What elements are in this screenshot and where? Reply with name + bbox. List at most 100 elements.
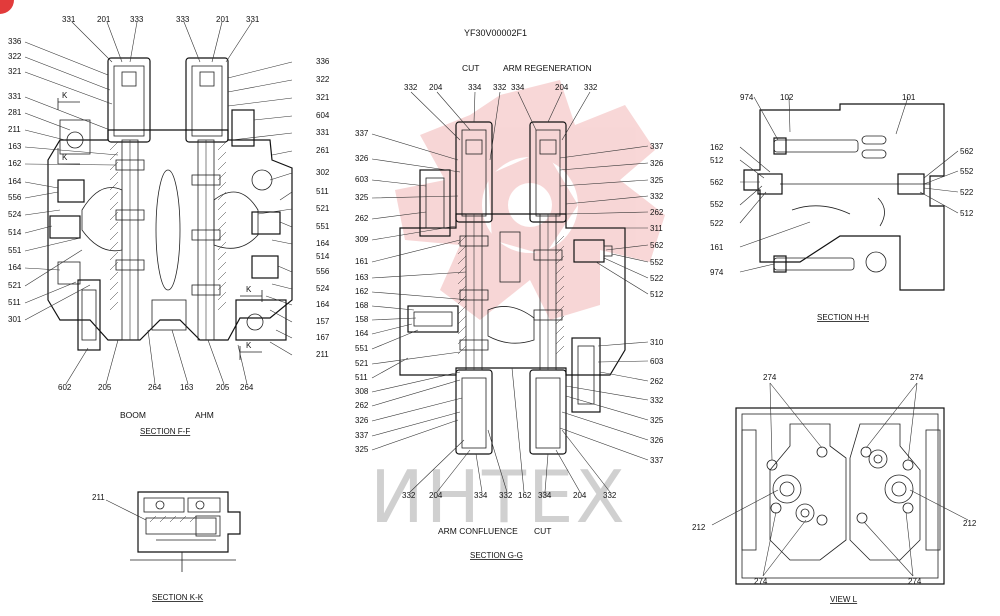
corner-badge <box>0 0 14 14</box>
arm-confluence-label: ARM CONFLUENCE <box>438 526 518 536</box>
boom-label: BOOM <box>120 410 146 420</box>
label-334: 334 <box>511 83 525 92</box>
label-321: 321 <box>316 93 330 102</box>
label-310: 310 <box>650 338 664 347</box>
label-552: 552 <box>710 200 724 209</box>
label-334: 334 <box>468 83 482 92</box>
label-162: 162 <box>710 143 724 152</box>
label-521: 521 <box>316 204 330 213</box>
label-264: 264 <box>148 383 162 392</box>
label-274: 274 <box>908 577 922 586</box>
label-512: 512 <box>710 156 724 165</box>
label-204: 204 <box>573 491 587 500</box>
label-604: 604 <box>316 111 330 120</box>
label-332: 332 <box>650 396 664 405</box>
label-551: 551 <box>355 344 369 353</box>
label-164: 164 <box>316 300 330 309</box>
label-322: 322 <box>8 52 22 61</box>
label-164: 164 <box>8 263 22 272</box>
label-302: 302 <box>316 168 330 177</box>
label-334: 334 <box>538 491 552 500</box>
label-326: 326 <box>650 436 664 445</box>
label-326: 326 <box>650 159 664 168</box>
label-274: 274 <box>910 373 924 382</box>
label-331: 331 <box>316 128 330 137</box>
label-331: 331 <box>8 92 22 101</box>
label-552: 552 <box>650 258 664 267</box>
drawing-number: YF30V00002F1 <box>464 28 527 38</box>
label-603: 603 <box>650 357 664 366</box>
label-163: 163 <box>180 383 194 392</box>
label-325: 325 <box>355 193 369 202</box>
k-mark: K <box>246 341 252 350</box>
label-164: 164 <box>355 329 369 338</box>
label-336: 336 <box>316 57 330 66</box>
label-311: 311 <box>650 224 663 233</box>
label-514: 514 <box>8 228 22 237</box>
label-333: 333 <box>176 15 190 24</box>
label-281: 281 <box>8 108 22 117</box>
label-974: 974 <box>710 268 724 277</box>
view-l-drawing <box>711 382 969 585</box>
section-ff-labels: 331 201 333 333 201 331 336 322 321 331 … <box>8 15 330 392</box>
label-168: 168 <box>355 301 369 310</box>
label-162: 162 <box>8 159 22 168</box>
k-mark: K <box>246 285 252 294</box>
label-562: 562 <box>960 147 974 156</box>
label-524: 524 <box>8 210 22 219</box>
k-mark: K <box>62 153 68 162</box>
label-164: 164 <box>8 177 22 186</box>
watermark-text: ИНТЕХ <box>370 455 627 539</box>
label-522: 522 <box>650 274 664 283</box>
label-514: 514 <box>316 252 330 261</box>
label-551: 551 <box>8 246 22 255</box>
label-204: 204 <box>429 491 443 500</box>
label-102: 102 <box>780 93 794 102</box>
label-163: 163 <box>8 142 22 151</box>
label-562: 562 <box>650 241 664 250</box>
k-mark: K <box>62 91 68 100</box>
label-521: 521 <box>8 281 22 290</box>
label-524: 524 <box>316 284 330 293</box>
section-gg-labels: 332 204 334 332 334 204 332 337 326 603 … <box>355 83 664 500</box>
label-211: 211 <box>92 493 105 502</box>
label-205: 205 <box>216 383 230 392</box>
label-332: 332 <box>603 491 617 500</box>
label-337: 337 <box>650 456 664 465</box>
view-l-caption: VIEW L <box>830 595 858 604</box>
label-201: 201 <box>216 15 230 24</box>
section-ff-caption: SECTION F-F <box>140 427 190 436</box>
cut-top-label: CUT <box>462 63 479 73</box>
label-211: 211 <box>8 125 21 134</box>
label-211: 211 <box>316 350 329 359</box>
section-kk-drawing <box>105 491 241 572</box>
label-332: 332 <box>493 83 507 92</box>
label-325: 325 <box>650 176 664 185</box>
section-gg-caption: SECTION G-G <box>470 551 523 560</box>
label-205: 205 <box>98 383 112 392</box>
label-511: 511 <box>355 373 368 382</box>
label-325: 325 <box>650 416 664 425</box>
label-332: 332 <box>499 491 513 500</box>
label-212: 212 <box>963 519 977 528</box>
label-552: 552 <box>960 167 974 176</box>
label-321: 321 <box>8 67 22 76</box>
label-603: 603 <box>355 175 369 184</box>
label-325: 325 <box>355 445 369 454</box>
label-556: 556 <box>316 267 330 276</box>
label-602: 602 <box>58 383 72 392</box>
label-274: 274 <box>763 373 777 382</box>
section-hh-caption: SECTION H-H <box>817 313 869 322</box>
label-521: 521 <box>355 359 369 368</box>
arm-label: AHM <box>195 410 214 420</box>
label-974: 974 <box>740 93 754 102</box>
label-167: 167 <box>316 333 330 342</box>
section-hh-drawing <box>739 96 959 291</box>
label-162: 162 <box>355 287 369 296</box>
label-264: 264 <box>240 383 254 392</box>
label-164: 164 <box>316 239 330 248</box>
label-337: 337 <box>355 129 369 138</box>
label-161: 161 <box>355 257 369 266</box>
label-512: 512 <box>960 209 974 218</box>
